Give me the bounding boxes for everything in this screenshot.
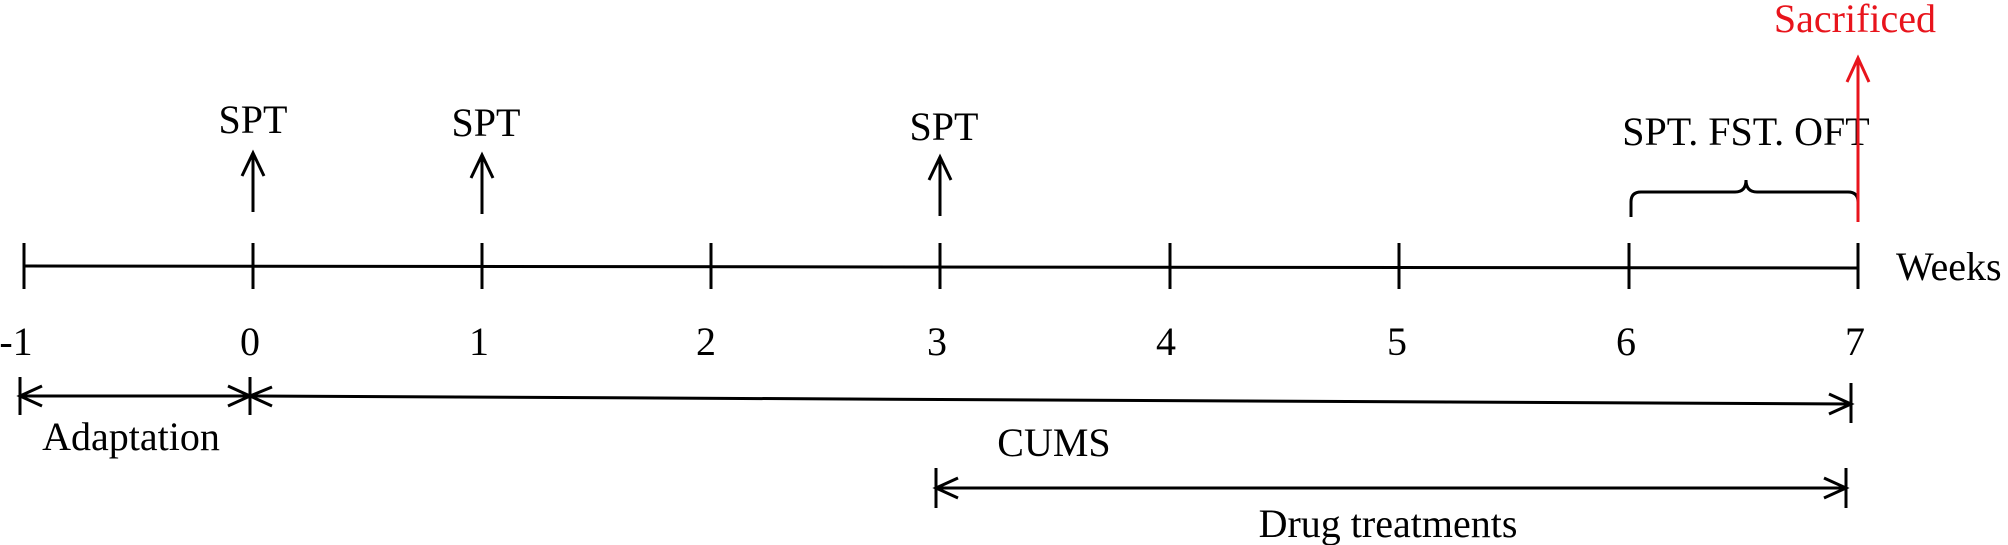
up-arrow-icon-head [240,149,266,177]
phase-cums-span [249,394,1852,406]
event-spt-week-0-label: SPT [219,97,288,142]
up-arrow-icon-head [469,151,495,179]
event-sacrificed: Sacrificed [1774,0,1936,222]
left-arrow-icon [246,385,273,408]
phase-cums: CUMS [246,383,1855,465]
tick-label-week-5: 5 [1387,319,1407,364]
tick-label-week-2: 2 [696,319,716,364]
event-spt-week-3-label: SPT [910,104,979,149]
phase-drug-treatments: Drug treatments [932,468,1850,545]
event-spt-week-0: SPT [219,97,288,212]
right-arrow-icon [1823,476,1850,500]
left-arrow-icon [16,384,43,408]
event-spt-week-1-label: SPT [452,100,521,145]
tick-label-week-minus1: -1 [0,319,33,364]
up-arrow-icon-head [1845,54,1871,83]
event-spt-week-3: SPT [910,104,979,216]
tick-label-week-1: 1 [469,319,489,364]
left-arrow-icon [932,476,959,500]
event-final-tests: SPT. FST. OFT [1622,109,1870,217]
axis-label-weeks: Weeks [1896,244,2002,289]
phase-cums-label: CUMS [997,420,1110,465]
phase-drug-label: Drug treatments [1259,501,1518,545]
tick-label-week-4: 4 [1156,319,1176,364]
event-final-tests-label: SPT. FST. OFT [1622,109,1869,154]
tick-label-week-7: 7 [1845,319,1865,364]
event-sacrificed-label: Sacrificed [1774,0,1936,41]
tick-label-week-0: 0 [240,319,260,364]
tick-label-week-6: 6 [1616,319,1636,364]
up-arrow-icon-head [927,153,953,181]
phase-adaptation: Adaptation [16,377,254,459]
phase-adaptation-label: Adaptation [42,414,220,459]
right-arrow-icon [1828,392,1855,416]
event-spt-week-1: SPT [452,100,521,214]
tick-label-week-3: 3 [927,319,947,364]
curly-brace-icon [1629,179,1860,217]
